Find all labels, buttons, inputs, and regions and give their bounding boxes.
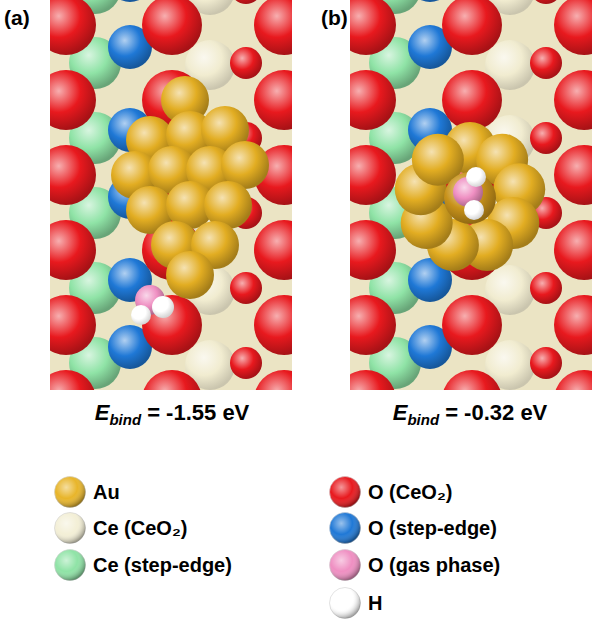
o-atom <box>554 295 592 355</box>
o-lower-atom <box>530 272 562 304</box>
legend-entry: O (step-edge) <box>328 511 497 545</box>
o-atom <box>554 220 592 280</box>
o-atom <box>554 370 592 390</box>
o-atom <box>442 70 502 130</box>
legend-swatch <box>330 550 361 581</box>
swatch-highlight <box>330 588 361 619</box>
o-atom <box>142 0 202 55</box>
energy-symbol: bind <box>109 411 141 428</box>
legend-label: Au <box>93 481 120 504</box>
energy-value: = -1.55 eV <box>141 400 249 425</box>
o-lower-atom <box>230 47 262 79</box>
o-atom <box>254 220 292 280</box>
swatch-highlight <box>330 477 361 508</box>
binding-energy: Ebind = -1.55 eV <box>95 400 250 428</box>
h-atom <box>152 296 174 318</box>
energy-value: = -0.32 eV <box>439 400 547 425</box>
legend-swatch <box>330 477 361 508</box>
energy-symbol: bind <box>407 411 439 428</box>
o-atom <box>554 70 592 130</box>
legend-entry: H <box>328 586 382 620</box>
o-step-atom <box>108 0 152 2</box>
legend-swatch <box>55 513 86 544</box>
legend-label: O (step-edge) <box>368 517 497 540</box>
energy-symbol: E <box>95 400 110 425</box>
o-lower-atom <box>230 0 262 4</box>
o-atom <box>50 145 96 205</box>
binding-energy: Ebind = -0.32 eV <box>393 400 548 428</box>
o-atom <box>350 70 396 130</box>
swatch-highlight <box>55 550 86 581</box>
legend-swatch <box>55 550 86 581</box>
o-atom <box>50 0 96 55</box>
o-atom <box>554 0 592 55</box>
o-atom <box>350 145 396 205</box>
legend-entry: O (gas phase) <box>328 548 500 582</box>
legend-entry: Ce (step-edge) <box>53 548 232 582</box>
o-lower-atom <box>230 347 262 379</box>
legend-swatch <box>55 477 86 508</box>
o-atom <box>254 370 292 390</box>
legend-swatch-box <box>328 548 362 582</box>
energy-symbol: E <box>393 400 408 425</box>
legend-label: Ce (step-edge) <box>93 554 232 577</box>
o-atom <box>50 70 96 130</box>
legend-swatch-box <box>53 548 87 582</box>
o-lower-atom <box>530 47 562 79</box>
o-atom <box>254 70 292 130</box>
legend-swatch <box>330 588 361 619</box>
swatch-highlight <box>330 550 361 581</box>
legend-entry: Ce (CeO₂) <box>53 511 187 545</box>
o-atom <box>554 145 592 205</box>
o-atom <box>50 370 96 390</box>
ceria-surface <box>350 0 592 390</box>
legend-swatch-box <box>328 586 362 620</box>
legend-label: H <box>368 592 382 615</box>
h-atom <box>466 167 486 187</box>
o-atom <box>50 295 96 355</box>
o-lower-atom <box>530 0 562 4</box>
swatch-highlight <box>55 513 86 544</box>
swatch-highlight <box>55 477 86 508</box>
h-atom <box>464 200 484 220</box>
panel-label: (a) <box>4 6 30 30</box>
o-atom <box>350 295 396 355</box>
legend-entry: O (CeO₂) <box>328 475 452 509</box>
o-step-atom <box>408 0 452 2</box>
o-atom <box>350 0 396 55</box>
legend-label: O (CeO₂) <box>368 481 452 504</box>
o-atom <box>442 0 502 55</box>
legend-entry: Au <box>53 475 120 509</box>
legend-swatch-box <box>53 511 87 545</box>
o-atom <box>254 0 292 55</box>
o-atom <box>142 370 202 390</box>
au-atom <box>166 251 214 299</box>
swatch-highlight <box>330 513 361 544</box>
o-lower-atom <box>530 122 562 154</box>
legend-swatch <box>330 513 361 544</box>
legend-label: Ce (CeO₂) <box>93 517 187 540</box>
panel-label: (b) <box>321 6 348 30</box>
legend-swatch-box <box>328 475 362 509</box>
legend-swatch-box <box>53 475 87 509</box>
o-atom <box>254 295 292 355</box>
o-atom <box>442 295 502 355</box>
o-atom <box>50 220 96 280</box>
o-atom <box>442 370 502 390</box>
o-atom <box>350 370 396 390</box>
o-lower-atom <box>230 272 262 304</box>
o-lower-atom <box>530 347 562 379</box>
h-atom <box>131 305 151 325</box>
o-atom <box>350 220 396 280</box>
legend-label: O (gas phase) <box>368 554 500 577</box>
ceria-surface <box>50 0 292 390</box>
legend-swatch-box <box>328 511 362 545</box>
